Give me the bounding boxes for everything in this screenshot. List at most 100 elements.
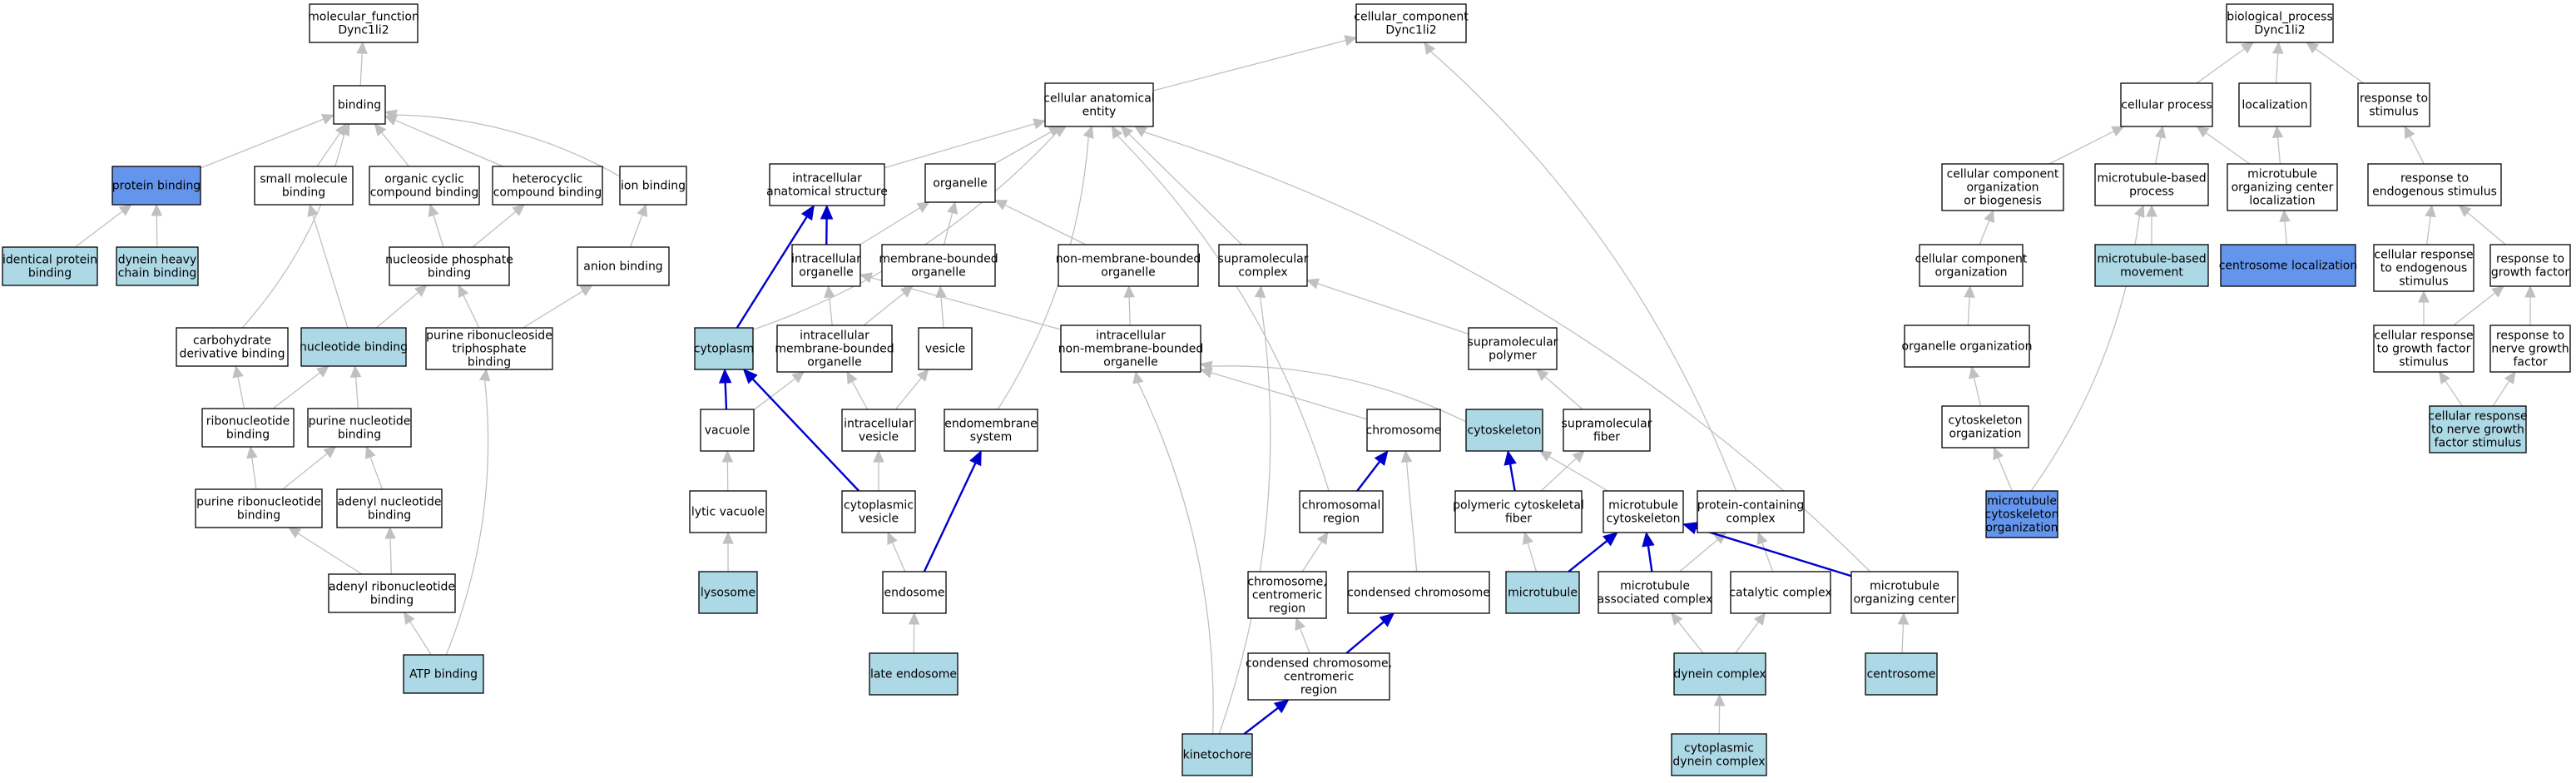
term-box[interactable] <box>869 652 959 696</box>
go-term-cellular-process[interactable]: cellular process <box>2120 82 2213 127</box>
term-box[interactable] <box>116 246 199 286</box>
term-box[interactable] <box>1299 490 1384 533</box>
term-box[interactable] <box>918 327 973 370</box>
term-box[interactable] <box>1058 244 1199 287</box>
go-term-lysosome[interactable]: lysosome <box>698 571 758 614</box>
term-box[interactable] <box>2227 163 2338 211</box>
term-box[interactable] <box>2226 3 2334 43</box>
go-term-dynein-complex[interactable]: dynein complex <box>1673 652 1766 696</box>
go-term-anion-binding[interactable]: anion binding <box>577 246 670 286</box>
term-box[interactable] <box>2489 244 2571 287</box>
go-term-binding[interactable]: binding <box>333 85 386 125</box>
term-box[interactable] <box>1181 733 1253 776</box>
term-box[interactable] <box>619 166 687 206</box>
term-box[interactable] <box>1044 82 1154 127</box>
term-box[interactable] <box>1941 405 2029 448</box>
term-box[interactable] <box>195 488 323 528</box>
go-term-cytoplasm[interactable]: cytoplasm <box>694 327 754 370</box>
term-box[interactable] <box>492 166 603 206</box>
go-term-kinetochore[interactable]: kinetochore <box>1181 733 1253 776</box>
term-box[interactable] <box>1850 571 1959 614</box>
term-box[interactable] <box>1347 571 1490 614</box>
term-box[interactable] <box>1673 652 1766 696</box>
term-box[interactable] <box>944 409 1038 452</box>
term-box[interactable] <box>1465 409 1543 452</box>
term-box[interactable] <box>2220 244 2356 287</box>
term-box[interactable] <box>1919 244 2024 287</box>
term-box[interactable] <box>1247 571 1327 619</box>
term-box[interactable] <box>1730 571 1831 614</box>
go-term-lytic-vacuole[interactable]: lytic vacuole <box>689 490 767 533</box>
term-box[interactable] <box>333 85 386 125</box>
go-term-late-endosome[interactable]: late endosome <box>869 652 959 696</box>
go-term-vesicle[interactable]: vesicle <box>918 327 973 370</box>
term-box[interactable] <box>1468 327 1558 370</box>
term-box[interactable] <box>1218 244 1308 287</box>
term-box[interactable] <box>1598 571 1712 614</box>
term-box[interactable] <box>2489 325 2571 373</box>
term-box[interactable] <box>841 490 916 533</box>
term-box[interactable] <box>1060 325 1201 373</box>
go-term-organelle-organization[interactable]: organelle organization <box>1902 325 2033 368</box>
term-box[interactable] <box>1671 733 1767 776</box>
term-box[interactable] <box>700 409 755 452</box>
term-box[interactable] <box>1355 3 1467 43</box>
term-box[interactable] <box>328 573 456 613</box>
go-term-intracell-nmb-organelle[interactable]: intracellularnon-membrane-boundedorganel… <box>1058 325 1204 373</box>
term-box[interactable] <box>2373 244 2474 292</box>
go-term-vacuole[interactable]: vacuole <box>700 409 755 452</box>
term-box[interactable] <box>2373 325 2474 373</box>
go-term-condensed-chromosome[interactable]: condensed chromosome <box>1347 571 1490 614</box>
term-box[interactable] <box>1247 652 1390 701</box>
term-box[interactable] <box>924 163 996 203</box>
go-term-localization[interactable]: localization <box>2238 82 2311 127</box>
term-box[interactable] <box>1366 409 1441 452</box>
term-box[interactable] <box>176 327 289 367</box>
term-box[interactable] <box>1505 571 1580 614</box>
term-box[interactable] <box>2357 82 2430 127</box>
term-box[interactable] <box>1697 490 1805 533</box>
go-term-cytoskeleton[interactable]: cytoskeleton <box>1465 409 1543 452</box>
term-box[interactable] <box>201 408 295 448</box>
term-box[interactable] <box>254 166 354 206</box>
go-term-microtubule[interactable]: microtubule <box>1505 571 1580 614</box>
term-box[interactable] <box>881 244 996 287</box>
term-box[interactable] <box>2094 163 2209 206</box>
go-term-protein-binding[interactable]: protein binding <box>111 166 201 206</box>
term-box[interactable] <box>577 246 670 286</box>
term-box[interactable] <box>111 166 201 206</box>
term-box[interactable] <box>2094 244 2209 287</box>
term-box[interactable] <box>1985 490 2058 538</box>
term-box[interactable] <box>389 246 510 286</box>
term-box[interactable] <box>369 166 480 206</box>
